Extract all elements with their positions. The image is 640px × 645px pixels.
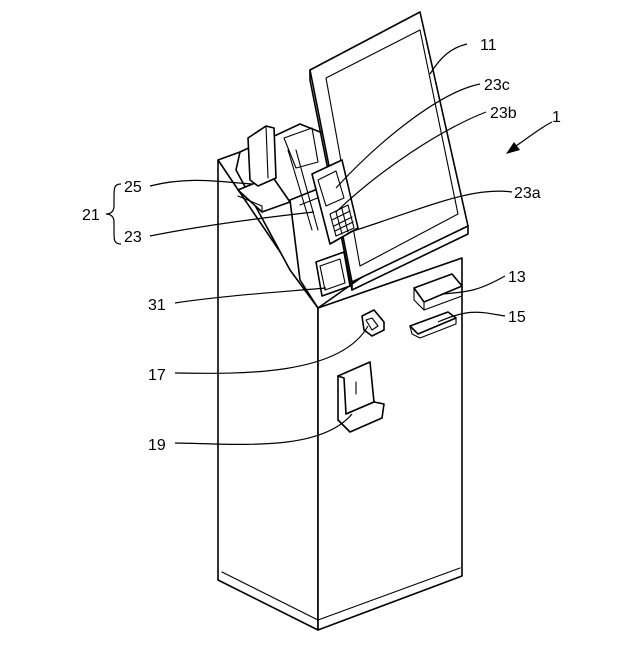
label-11: 11 bbox=[480, 37, 497, 54]
bracket-icon bbox=[106, 184, 121, 244]
label-13: 13 bbox=[508, 269, 526, 286]
label-23c: 23c bbox=[484, 77, 510, 94]
label-21: 21 bbox=[82, 207, 100, 224]
label-23: 23 bbox=[124, 229, 142, 246]
label-31: 31 bbox=[148, 297, 166, 314]
arrow-head-icon bbox=[506, 142, 520, 154]
label-15: 15 bbox=[508, 309, 526, 326]
label-19: 19 bbox=[148, 437, 166, 454]
card-reader-stand bbox=[248, 126, 276, 186]
label-25: 25 bbox=[124, 179, 142, 196]
label-1: 1 bbox=[552, 109, 561, 126]
label-17: 17 bbox=[148, 367, 166, 384]
label-23a: 23a bbox=[514, 185, 541, 202]
label-23b: 23b bbox=[490, 105, 517, 122]
